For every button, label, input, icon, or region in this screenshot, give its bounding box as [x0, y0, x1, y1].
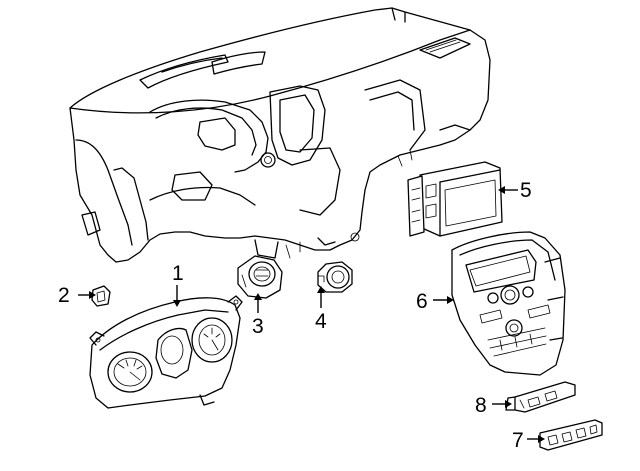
- callout-label-5: 5: [520, 179, 532, 202]
- radio-control-panel: [451, 231, 566, 376]
- callout-label-2: 2: [58, 284, 70, 307]
- sensor-clip: [91, 285, 111, 307]
- control-switch: [539, 419, 603, 451]
- callout-label-8: 8: [475, 394, 487, 417]
- switch-assembly: [505, 381, 576, 413]
- callout-label-7: 7: [512, 429, 524, 452]
- radio-receiver-module: [407, 161, 503, 237]
- headlamp-switch: [237, 255, 283, 299]
- ignition-switch: [317, 261, 353, 293]
- callout-label-3: 3: [252, 315, 264, 338]
- instrument-cluster: [89, 295, 243, 409]
- callout-label-4: 4: [315, 310, 327, 333]
- callout-label-1: 1: [172, 262, 184, 285]
- callout-label-6: 6: [416, 290, 428, 313]
- instrument-panel: [69, 7, 491, 263]
- callout-arrows: [78, 186, 545, 443]
